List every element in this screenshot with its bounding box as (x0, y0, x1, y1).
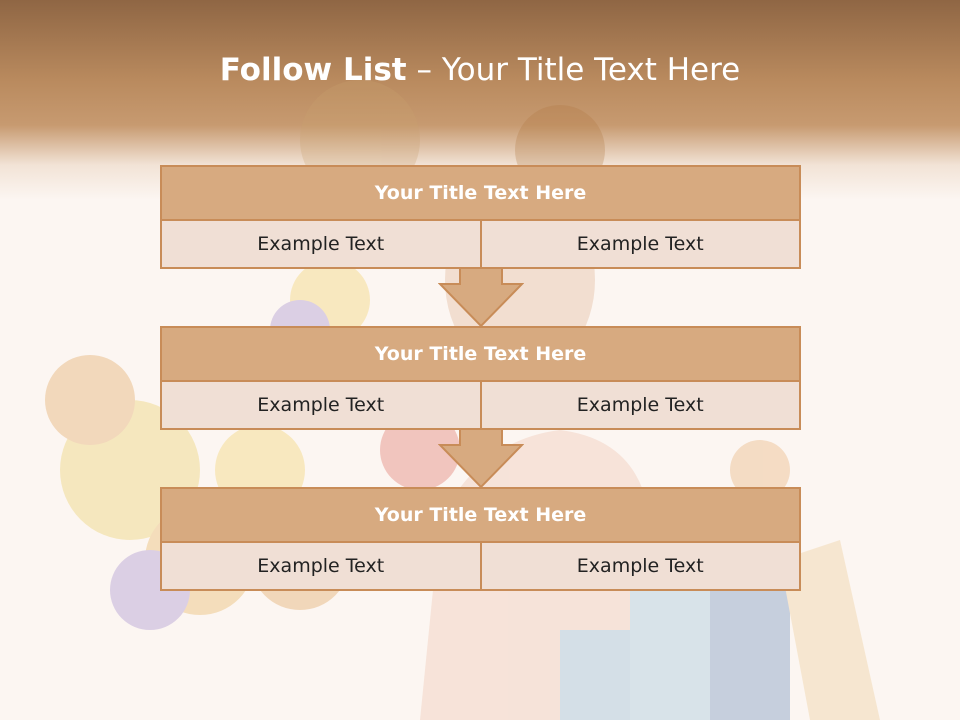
block-title: Your Title Text Here (160, 326, 801, 382)
block-cell-left: Example Text (160, 380, 482, 430)
follow-block-2: Your Title Text Here Example Text Exampl… (160, 326, 801, 430)
slide-title-strong: Follow List (219, 52, 407, 88)
down-arrow-icon (438, 429, 524, 489)
follow-block-3: Your Title Text Here Example Text Exampl… (160, 487, 801, 591)
down-arrow-icon (438, 268, 524, 328)
block-row: Example Text Example Text (160, 219, 801, 269)
block-cell-right: Example Text (479, 541, 801, 591)
slide-title: Follow List – Your Title Text Here (0, 52, 960, 88)
block-cell-right: Example Text (479, 380, 801, 430)
block-title: Your Title Text Here (160, 165, 801, 221)
block-row: Example Text Example Text (160, 380, 801, 430)
block-cell-left: Example Text (160, 541, 482, 591)
block-title: Your Title Text Here (160, 487, 801, 543)
block-cell-left: Example Text (160, 219, 482, 269)
block-row: Example Text Example Text (160, 541, 801, 591)
block-cell-right: Example Text (479, 219, 801, 269)
follow-block-1: Your Title Text Here Example Text Exampl… (160, 165, 801, 269)
slide-title-rest: – Your Title Text Here (416, 52, 741, 88)
